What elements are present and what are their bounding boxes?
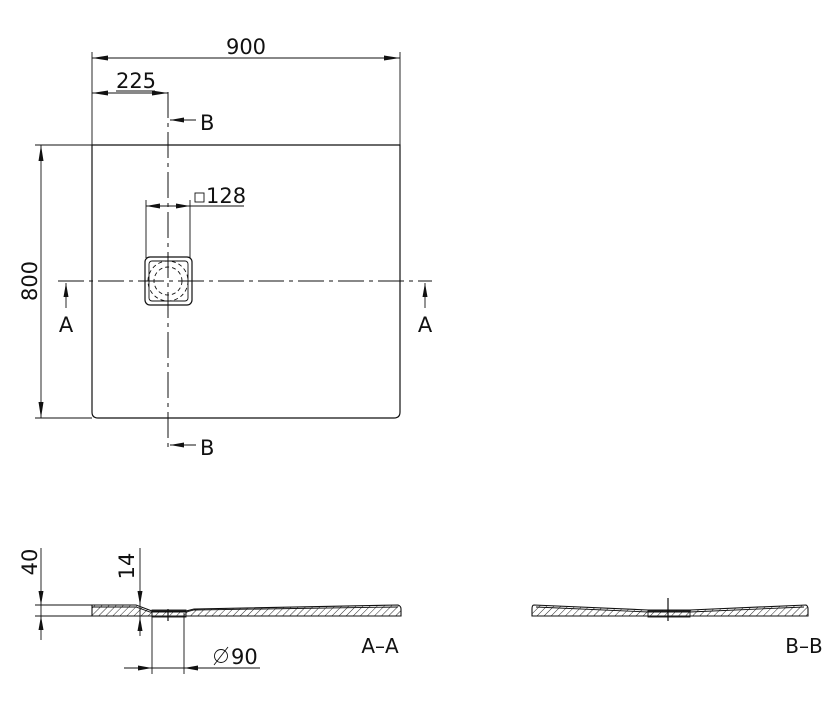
section-b-b-profile xyxy=(531,604,809,617)
drain-outlet-circle xyxy=(147,260,189,302)
section-marker-b-bottom: B xyxy=(170,436,214,460)
section-title-a-a: A–A xyxy=(361,634,399,658)
dim-drain-depth: 14 xyxy=(115,548,143,636)
section-a-a-profile xyxy=(91,604,402,617)
section-a-a: 40 14 90 A–A xyxy=(18,548,402,674)
drain-square xyxy=(144,256,193,306)
drain xyxy=(144,256,193,306)
dim-label-900: 900 xyxy=(226,35,266,59)
dim-label-128: 128 xyxy=(206,184,246,208)
dim-label-90: 90 xyxy=(231,645,258,669)
section-b-b: B–B xyxy=(531,598,823,658)
dim-drain-offset: 225 xyxy=(92,69,168,96)
dim-label-225: 225 xyxy=(116,69,156,93)
dim-label-40: 40 xyxy=(18,549,42,576)
dim-total-height: 40 xyxy=(18,548,92,640)
dim-label-14: 14 xyxy=(115,553,139,580)
diameter-symbol xyxy=(213,646,229,666)
section-label-a-right: A xyxy=(418,313,433,337)
dim-label-800: 800 xyxy=(18,261,42,301)
section-label-b-top: B xyxy=(200,111,214,135)
section-marker-b-top: B xyxy=(170,111,214,135)
tray-outline xyxy=(91,144,401,419)
section-title-b-b: B–B xyxy=(785,634,822,658)
dim-drain-diameter: 90 xyxy=(124,613,260,674)
dim-overall-width: 900 xyxy=(91,35,401,145)
section-label-b-bottom: B xyxy=(200,436,214,460)
plan-view: 900 225 B B A xyxy=(18,35,433,460)
dim-drain-square: 128 xyxy=(145,184,246,258)
dim-overall-depth: 800 xyxy=(18,144,92,419)
section-label-a-left: A xyxy=(59,313,74,337)
section-marker-a-left: A xyxy=(59,283,74,337)
square-symbol xyxy=(194,192,205,203)
section-marker-a-right: A xyxy=(418,283,433,337)
